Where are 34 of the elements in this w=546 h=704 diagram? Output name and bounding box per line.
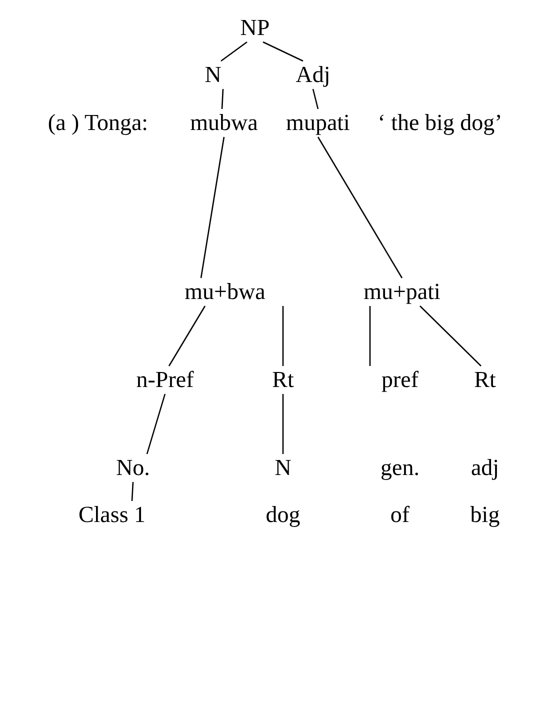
tree-node-label: mupati bbox=[286, 110, 350, 136]
tree-node-label: Class 1 bbox=[78, 502, 146, 528]
tree-branch-line bbox=[262, 41, 304, 62]
example-sentence-text: ‘ the big dog’ bbox=[378, 110, 502, 136]
tree-branch-line bbox=[131, 482, 134, 502]
tree-node-label: Rt bbox=[474, 367, 496, 393]
tree-node-label: Rt bbox=[272, 367, 294, 393]
tree-node-label: N bbox=[274, 455, 292, 481]
tree-node-label: NP bbox=[240, 15, 270, 41]
tree-branch-line bbox=[282, 306, 284, 366]
gloss-text: gen. bbox=[380, 455, 420, 481]
gloss-text: adj bbox=[470, 455, 500, 481]
tree-branch-line bbox=[420, 306, 482, 366]
tree-node-label: mu+pati bbox=[364, 279, 440, 305]
tree-branch-line bbox=[200, 136, 225, 278]
tree-branch-line bbox=[221, 88, 224, 110]
tree-branch-line bbox=[220, 41, 248, 62]
tree-branch-line bbox=[369, 306, 371, 366]
tree-node-label: mu+bwa bbox=[184, 279, 266, 305]
gloss-text: dog bbox=[266, 502, 300, 528]
tree-node-label: pref bbox=[381, 367, 419, 393]
tree-branch-line bbox=[146, 394, 166, 454]
tree-branch-line bbox=[168, 306, 206, 366]
gloss-text: big bbox=[470, 502, 500, 528]
tree-node-label: N bbox=[204, 62, 222, 88]
tree-node-label: mubwa bbox=[190, 110, 258, 136]
tree-node-label: n-Pref bbox=[136, 367, 194, 393]
gloss-text: of bbox=[390, 502, 410, 528]
tree-node-label: No. bbox=[116, 455, 150, 481]
tree-node-label: Adj bbox=[296, 62, 330, 88]
example-sentence-text: (a ) Tonga: bbox=[48, 110, 148, 136]
tree-branch-line bbox=[312, 88, 319, 110]
tree-branch-line bbox=[282, 394, 284, 454]
tree-branch-line bbox=[317, 136, 403, 278]
